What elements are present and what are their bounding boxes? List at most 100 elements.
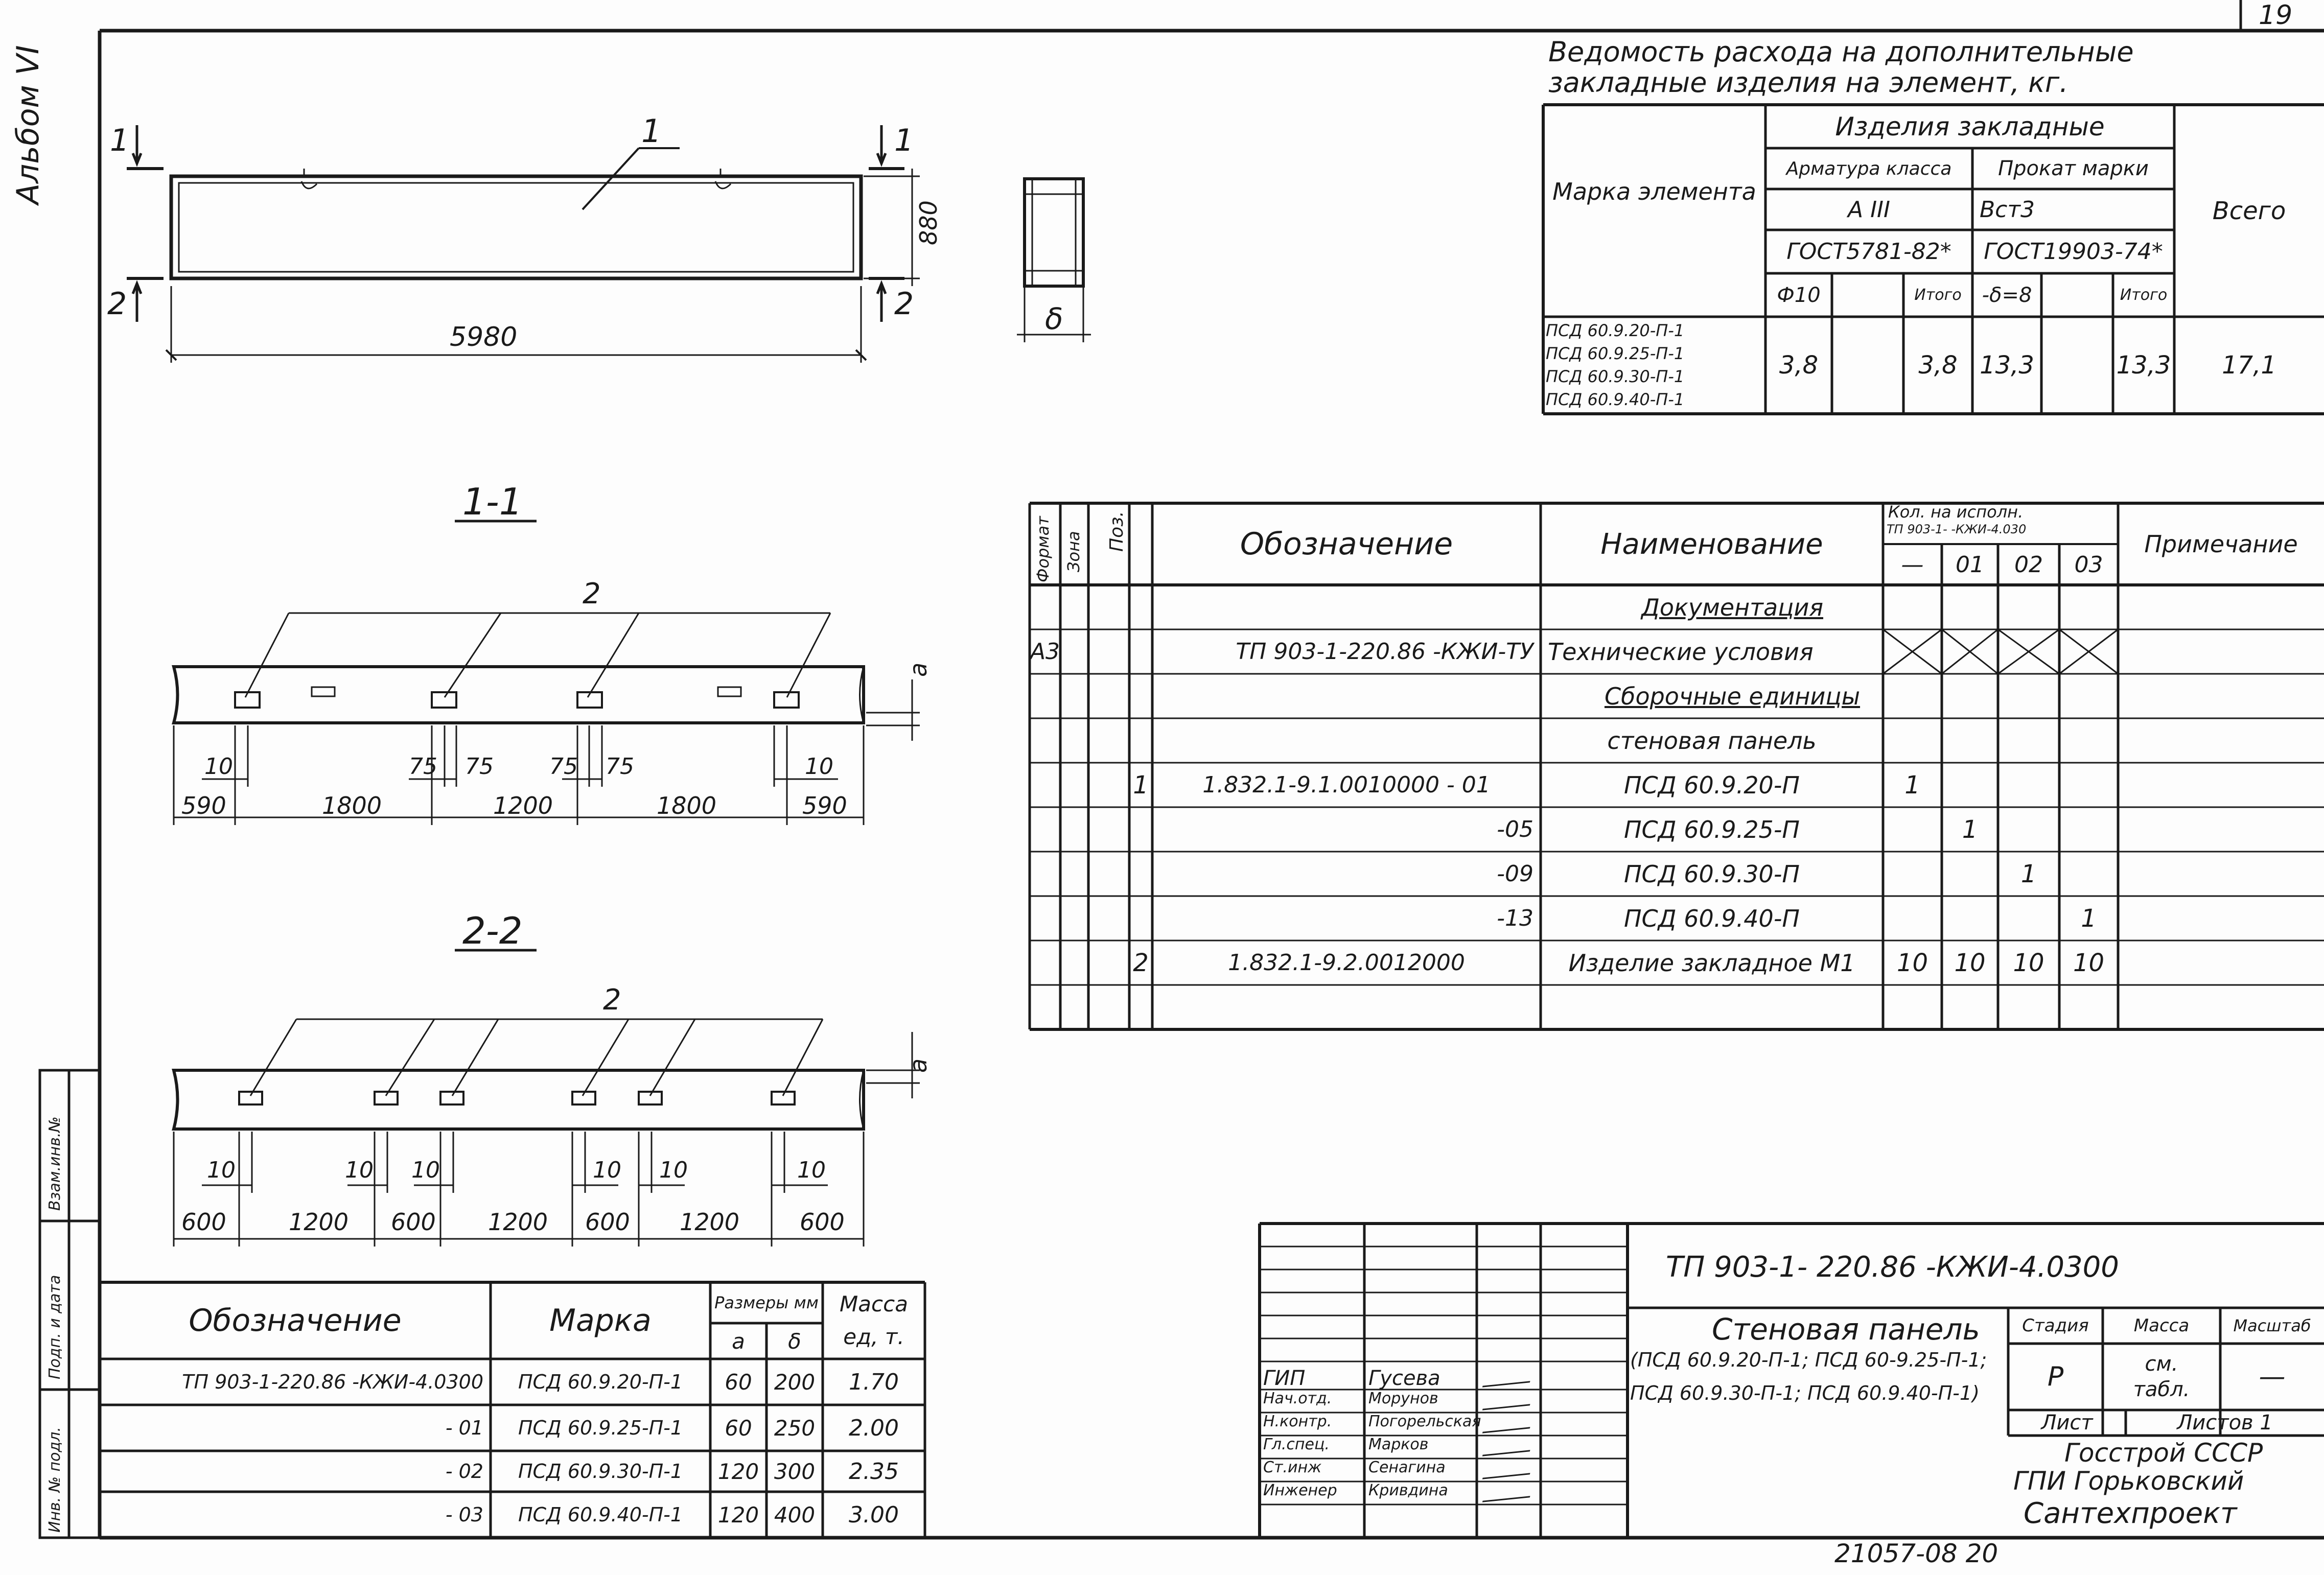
section-1-1-title: 1-1 xyxy=(462,480,523,523)
tb-title-2: (ПСД 60.9.20-П-1; ПСД 60-9.25-П-1; xyxy=(1630,1349,1987,1371)
spec-row-qty xyxy=(1942,763,1998,807)
product-row-delta: 250 xyxy=(774,1415,816,1441)
value-empty-2 xyxy=(2041,317,2113,414)
spec-row-name: ПСД 60.9.25-П xyxy=(1623,815,1800,843)
product-row-mark: ПСД 60.9.30-П-1 xyxy=(518,1460,683,1483)
spec-row-qty: 1 xyxy=(1962,815,1978,844)
product-h-mass: Масса ед, т. xyxy=(840,1291,908,1349)
spec-row-qty xyxy=(1942,896,1998,941)
spec-row-qty xyxy=(1942,985,1998,1029)
spec-row-name: Документация xyxy=(1641,593,1824,621)
section-2-2-pos: 2 xyxy=(603,983,621,1017)
spec-row-qty xyxy=(1883,852,1942,896)
product-row-mass: 1.70 xyxy=(849,1369,899,1395)
spec-row-qty xyxy=(2059,585,2118,629)
product-row-designation: - 02 xyxy=(445,1460,483,1483)
rolled-grade: Вст3 xyxy=(1980,196,2035,223)
spec-h-qty: Кол. на исполн. xyxy=(1888,502,2024,522)
role-name: Погорельская xyxy=(1368,1413,1481,1430)
spec-row-qty xyxy=(1942,718,1998,763)
section-1-1-a: a xyxy=(904,662,932,677)
spec-row-qty xyxy=(1883,807,1942,852)
spec-row-qty xyxy=(2059,763,2118,807)
spec-row-qty xyxy=(1883,585,1942,629)
spec-row-qty xyxy=(1998,807,2059,852)
tb-title-1: Стеновая панель xyxy=(1712,1312,1980,1347)
tb-title-3: ПСД 60.9.30-П-1; ПСД 60.9.40-П-1) xyxy=(1630,1382,1980,1404)
dim-1-1-bottom-3: 1800 xyxy=(657,792,717,819)
page-number: 19 xyxy=(2259,0,2293,31)
dim-2-2-bottom-3: 1200 xyxy=(488,1208,548,1236)
spec-row-pos xyxy=(1129,896,1152,941)
dim-1-1-top-2: 75 xyxy=(465,754,494,780)
product-row-a: 120 xyxy=(717,1502,759,1527)
role-title: ГИП xyxy=(1263,1367,1306,1390)
spec-row-qty: 10 xyxy=(1954,948,1986,977)
product-row-mark: ПСД 60.9.20-П-1 xyxy=(518,1371,683,1393)
tb-org-2: ГПИ Горьковский xyxy=(2013,1466,2244,1496)
dim-2-2-bottom-6: 600 xyxy=(800,1208,845,1236)
dim-1-1-bottom-4: 590 xyxy=(802,792,847,819)
spec-row-qty xyxy=(2059,674,2118,718)
product-row-mass: 2.35 xyxy=(849,1458,899,1485)
dim-2-2-top-1: 10 xyxy=(345,1157,374,1183)
spec-row-designation: -13 xyxy=(1497,905,1533,931)
spec-row-name: стеновая панель xyxy=(1607,726,1817,755)
spec-row-name: Технические условия xyxy=(1548,638,1814,666)
spec-row-name: ПСД 60.9.40-П xyxy=(1623,904,1800,932)
dim-1-1-top-5: 10 xyxy=(805,754,833,780)
stamp-vzam: Взам.инв.№ xyxy=(46,1116,64,1211)
group-header: Изделия закладные xyxy=(1835,111,2105,142)
spec-row-qty xyxy=(1998,985,2059,1029)
spec-row-qty: 10 xyxy=(1896,948,1928,977)
spec-row-qty xyxy=(1883,674,1942,718)
spec-row-qty xyxy=(2059,985,2118,1029)
spec-h-qty-col-2: 02 xyxy=(2014,551,2043,578)
spec-row-qty xyxy=(1883,718,1942,763)
spec-row-designation xyxy=(1152,718,1541,763)
value-total2: 13,3 xyxy=(2116,351,2171,380)
dim-1-1-bottom-0: 590 xyxy=(181,792,226,819)
panel-pos-label: 1 xyxy=(641,112,662,150)
spec-row-format xyxy=(1030,941,1060,985)
spec-row-name: ПСД 60.9.20-П xyxy=(1623,771,1800,799)
spec-row-designation: -05 xyxy=(1497,816,1533,842)
spec-h-designation: Обозначение xyxy=(1240,526,1453,562)
mark-row-0: ПСД 60.9.20-П-1 xyxy=(1546,321,1685,340)
spec-row-qty xyxy=(1998,718,2059,763)
dim-2-2-bottom-1: 1200 xyxy=(289,1208,349,1236)
product-row-mark: ПСД 60.9.25-П-1 xyxy=(518,1417,683,1439)
product-row-a: 120 xyxy=(717,1459,759,1484)
rolled-grade-header: Прокат марки xyxy=(1998,157,2149,180)
product-h-dims: Размеры мм xyxy=(714,1293,819,1312)
spec-h-zone: Зона xyxy=(1064,531,1083,572)
col-mark-header: Марка элемента xyxy=(1552,178,1756,205)
footer-number: 21057-08 20 xyxy=(1834,1539,1998,1568)
mark-row-2: ПСД 60.9.30-П-1 xyxy=(1546,367,1685,386)
section-2-2-a: a xyxy=(904,1058,932,1073)
dim-2-2-bottom-4: 600 xyxy=(585,1208,630,1236)
dim-2-2-top-0: 10 xyxy=(207,1157,236,1183)
spec-row-name: ПСД 60.9.30-П xyxy=(1623,860,1800,888)
rolled-gost: ГОСТ19903-74* xyxy=(1984,239,2163,265)
spec-row-qty xyxy=(2059,807,2118,852)
spec-row-format xyxy=(1030,674,1060,718)
spec-h-qty-col-0: — xyxy=(1901,551,1924,578)
tb-stage: Р xyxy=(2047,1361,2064,1392)
product-row-designation: - 03 xyxy=(445,1503,483,1526)
spec-row-pos xyxy=(1129,718,1152,763)
dim-2-2-top-5: 10 xyxy=(797,1157,826,1183)
product-h-a: a xyxy=(732,1328,745,1354)
spec-h-qty-col-1: 01 xyxy=(1956,551,1984,578)
total-header: Всего xyxy=(2212,196,2286,225)
section-mark-2-right: 2 xyxy=(894,286,914,322)
sub-delta: -δ=8 xyxy=(1982,283,2032,307)
product-row-designation: ТП 903-1-220.86 -КЖИ-4.0300 xyxy=(182,1371,483,1393)
panel-length-dim: 5980 xyxy=(450,322,518,352)
spec-row-designation: 1.832.1-9.1.0010000 - 01 xyxy=(1202,772,1491,798)
spec-row-qty xyxy=(1883,985,1942,1029)
spec-h-note: Примечание xyxy=(2144,530,2298,558)
spec-row-format xyxy=(1030,852,1060,896)
tb-sheets: Листов 1 xyxy=(2177,1411,2273,1435)
